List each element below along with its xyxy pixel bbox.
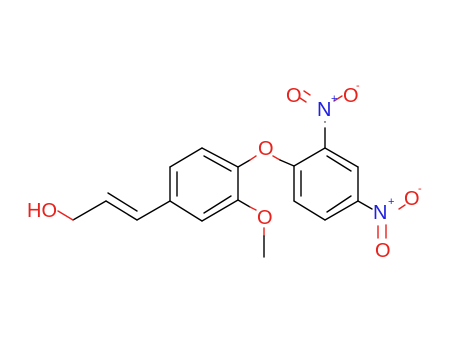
hydroxyl-label: HO [27, 200, 57, 222]
upper-nitro-o-double-label: O [286, 85, 302, 107]
upper-nitro-o-label: O [343, 85, 359, 107]
right-benzene-ring [293, 147, 359, 221]
methoxy-group [237, 199, 265, 258]
upper-nitro-n-charge: + [331, 93, 337, 105]
lower-nitro-group [357, 200, 406, 239]
upper-nitro-n-label: N [317, 99, 331, 121]
lower-nitro-o-double-label: O [375, 240, 391, 262]
upper-nitro-group [299, 90, 343, 149]
lower-nitro-n-charge: + [388, 196, 394, 208]
upper-nitro-o-charge: - [356, 80, 360, 92]
lower-nitro-o-label: O [404, 188, 420, 210]
ether-oxygen-label: O [258, 138, 274, 160]
propenol-chain [57, 192, 171, 221]
ether-bridge [237, 155, 295, 168]
left-benzene-ring [169, 147, 239, 222]
lower-nitro-n-label: N [373, 202, 387, 224]
methoxy-oxygen-label: O [257, 207, 273, 229]
lower-nitro-o-charge: - [418, 183, 422, 195]
